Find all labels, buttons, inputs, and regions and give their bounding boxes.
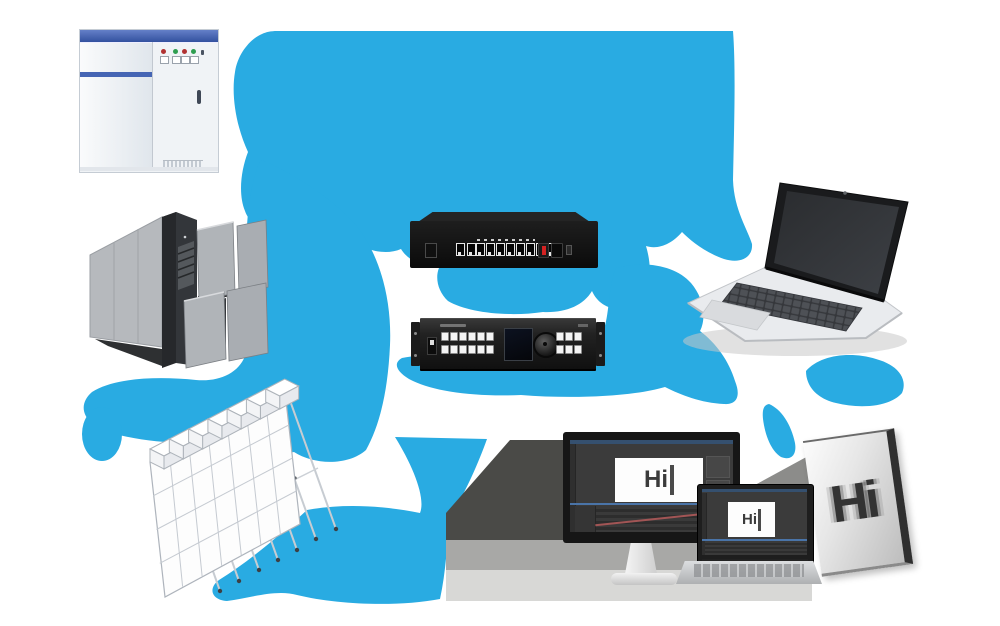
led-display-panel: Hi (802, 428, 914, 577)
app-titlebar (570, 440, 733, 444)
rj45-port (476, 243, 485, 256)
processor-power-switch (427, 337, 437, 355)
cabinet-button (160, 56, 169, 64)
led-panel-shadow (742, 455, 810, 492)
preview-panel: Hi (615, 458, 703, 502)
indicator-light-green (191, 49, 196, 54)
cabinet-base (80, 167, 218, 171)
processor-jog-knob (533, 332, 559, 358)
laptop-camera-icon (843, 191, 847, 195)
indicator-light-red (182, 49, 187, 54)
rack-ear-left (411, 322, 420, 366)
laptop-keys (694, 564, 804, 577)
power-distribution-cabinet (79, 29, 219, 173)
laptop-keyboard-deck (676, 561, 822, 584)
editing-laptop-screen: Hi (702, 489, 807, 555)
timeline-panel (705, 541, 807, 555)
processor-button-row (556, 345, 582, 354)
led-panel-text: Hi (827, 470, 881, 535)
switch-front-panel (410, 221, 598, 268)
uplink-ports (456, 243, 476, 256)
processor-model-mark (578, 324, 588, 327)
cabinet-button (172, 56, 181, 64)
rj45-port (486, 243, 495, 256)
arrow-left-river (83, 160, 391, 462)
cabinet-button (181, 56, 190, 64)
app-toolbar (570, 444, 576, 532)
lan-ports (476, 243, 555, 256)
cabinet-button (190, 56, 199, 64)
cabinet-keyhole (201, 50, 204, 55)
arrow-laptop-to-led (806, 355, 904, 407)
cabinet-side-face (80, 42, 152, 171)
cabinet-blue-line (80, 72, 152, 77)
indicator-light-red (161, 49, 166, 54)
cabinet-blue-stripe (80, 30, 218, 43)
switch-badge (425, 243, 437, 258)
rj45-port (526, 243, 535, 256)
cabinet-handle (197, 90, 201, 104)
rj45-port (456, 243, 465, 256)
arrow-monitor-tongue (762, 404, 796, 459)
power-switch (538, 243, 549, 258)
led-cabinet-modules (89, 212, 269, 369)
panel-divider (570, 503, 733, 505)
arrow-bottom-mass (212, 437, 487, 604)
rj45-port (496, 243, 505, 256)
rj45-port (467, 243, 476, 256)
processor-lcd (504, 328, 533, 361)
rj45-port (516, 243, 525, 256)
app-toolbar (702, 493, 707, 555)
laptop-computer (686, 182, 909, 343)
led-video-processor (411, 318, 605, 371)
logo-edge (670, 465, 674, 495)
processor-button-row (556, 332, 582, 341)
panel-divider (702, 539, 807, 541)
processor-front-panel (420, 318, 596, 371)
timeline-track-list (575, 506, 596, 532)
indicator-light-green (173, 49, 178, 54)
processor-brand-mark (440, 324, 466, 327)
editing-laptop-lid: Hi (697, 484, 814, 563)
led-steel-structure (149, 378, 339, 598)
preview-text: Hi (742, 511, 757, 528)
laptop-trackpad (699, 299, 771, 331)
preview-panel: Hi (728, 502, 775, 537)
rack-ear-right (596, 322, 605, 366)
cabinet-door-seam (152, 42, 153, 171)
ethernet-switch (410, 212, 598, 268)
logo-edge (758, 508, 761, 531)
arrow-left-lobe (82, 407, 122, 461)
processor-button-row (441, 345, 494, 354)
monitor-stand-neck (625, 543, 657, 574)
monitor-stand-base (611, 573, 677, 585)
switch-led-row (477, 239, 535, 241)
preview-text: Hi (644, 466, 668, 493)
monitor-shadow-wedge (446, 440, 570, 540)
processor-button-row (441, 332, 494, 341)
laptop-keyboard (719, 282, 863, 332)
power-inlet (551, 243, 563, 258)
ground-terminal (566, 245, 572, 255)
rj45-port (506, 243, 515, 256)
app-titlebar (702, 489, 807, 492)
switch-top-face (419, 212, 589, 221)
laptop-screen (774, 191, 899, 294)
